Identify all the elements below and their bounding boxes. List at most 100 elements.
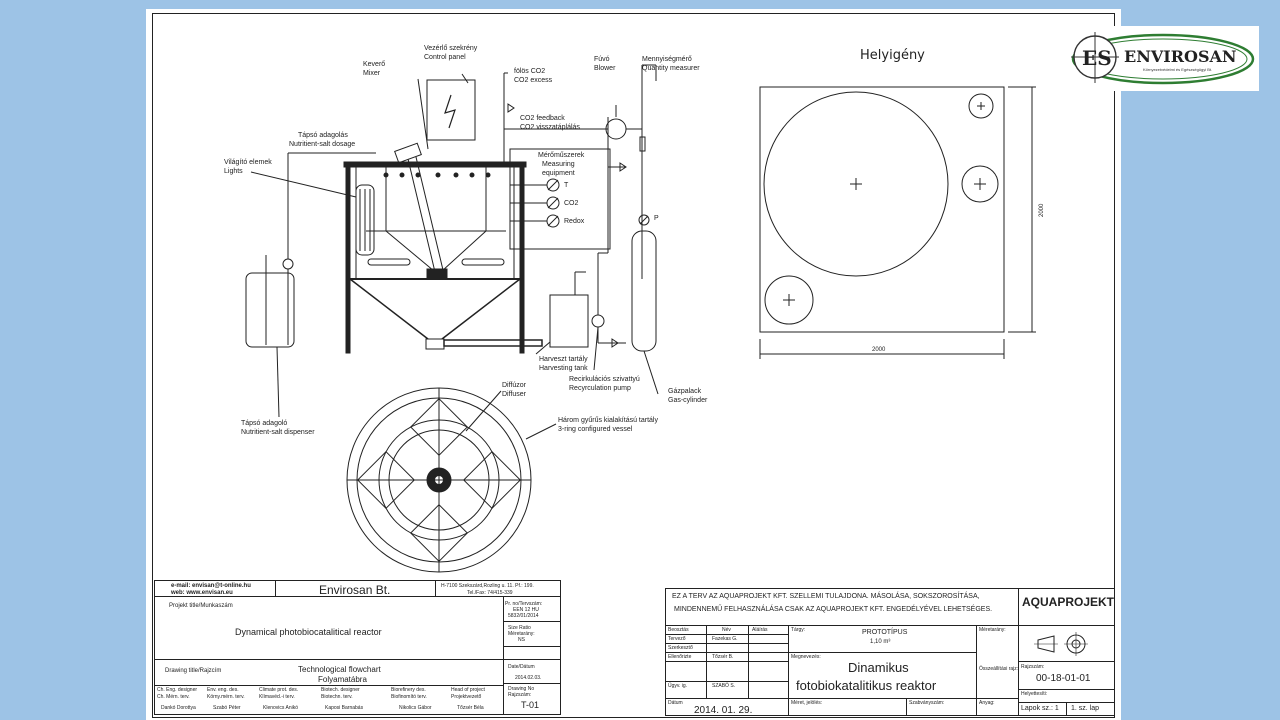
label-meas-p: P: [654, 215, 659, 222]
label-meas-t: T: [564, 182, 569, 189]
role-6-title-hu: Projektvezető: [451, 694, 482, 700]
label-control-hu: Vezérlő szekrény: [424, 45, 478, 52]
tb-web: web: www.envisan.eu: [171, 590, 233, 596]
role-3-title: Climate prot. des.: [259, 687, 299, 693]
logo-name: ENVIROSAN: [1124, 47, 1237, 66]
col-nev: Név: [722, 627, 731, 633]
notice-line2: MINDENNEMŰ FELHASZNÁLÁSA CSAK AZ AQUAPRO…: [674, 606, 993, 613]
tb-size-label2: Méretarány:: [508, 631, 535, 637]
role-5-title: Biorefinery des.: [391, 687, 426, 693]
label-blower-en: Blower: [594, 65, 616, 72]
role-4-name: Kaposi Barnabás: [325, 705, 364, 711]
tb-volume: 1,10 m³: [870, 639, 891, 645]
label-dispenser-hu: Tápsó adagoló: [241, 420, 287, 427]
row-ugyv: Ügyv. ig.: [668, 683, 688, 689]
tb-drawing2: Folyamatábra: [318, 675, 367, 684]
tb-lap: 1. sz. lap: [1071, 705, 1100, 712]
tb-address1: H-7100 Szekszárd,Rozling u. 11. Pf.: 199…: [441, 583, 534, 589]
tb-company: Envirosan Bt.: [319, 583, 391, 597]
label-co2-feedback-en: CO2 feedback: [520, 115, 565, 122]
label-mixer-hu: Keverő: [363, 61, 385, 68]
logo-tagline: Környezetvédelmi és Egészségügyi Bt.: [1143, 67, 1212, 72]
role-2-name: Szabó Péter: [213, 705, 241, 711]
label-blower-hu: Fúvó: [594, 56, 610, 63]
label-recirc-en: Recyrculation pump: [569, 385, 631, 392]
label-co2-excess-en: fölös CO2: [514, 68, 545, 75]
tb-address2: Tel./Fax: 74/415-339: [467, 590, 513, 596]
label-quantity-hu: Mennyiségmérő: [642, 56, 692, 63]
label-lights-en: Lights: [224, 168, 243, 175]
label-measuring-en1: Measuring: [542, 161, 575, 168]
notice-line1: EZ A TERV AZ AQUAPROJEKT KFT. SZELLEMI T…: [672, 593, 980, 600]
label-vessel-hu: Három gyűrűs kialakítású tartály: [558, 417, 658, 424]
label-gas-en: Gas-cylinder: [668, 397, 708, 404]
harvest-tank: [549, 294, 589, 348]
role-2-title: Env. eng. des.: [207, 687, 239, 693]
recirculation-pump: [591, 314, 605, 328]
tb-title1: Dinamikus: [848, 660, 909, 675]
label-co2-excess-hu: CO2 excess: [514, 77, 553, 84]
gas-cylinder: [631, 230, 657, 352]
col-alairas: Aláírás: [752, 627, 768, 633]
tb-rajzszam-label: Rajzszám:: [1021, 664, 1045, 670]
row-tervezo-name: Fazekas G.: [712, 636, 738, 642]
tb-drawing-label: Drawing title/Rajzcím: [165, 668, 222, 674]
drawing-frame: [152, 13, 1115, 718]
role-5-name: Nikolics Gábor: [399, 705, 432, 711]
label-quantity-en: Quantity measurer: [642, 65, 700, 72]
tb-date: 2014. 01. 29.: [694, 705, 753, 716]
label-vessel-en: 3-ring configured vessel: [558, 426, 633, 433]
tb-rajzszam: 00-18-01-01: [1036, 673, 1091, 684]
tb-helyettesiti: Helyettesíti:: [1021, 691, 1048, 697]
row-ellenorizte-name: Tőzsér B.: [712, 654, 734, 660]
label-nutrient-dosage-en: Nutritient-salt dosage: [289, 141, 355, 148]
row-ellenorizte: Ellenőrizte: [668, 654, 692, 660]
col-targy: Tárgy:: [791, 627, 806, 633]
role-3-name: Klenovics Anikó: [263, 705, 299, 711]
row-tervezo: Tervező: [668, 636, 686, 642]
role-3-title-hu: Klímavéd.-i terv.: [259, 694, 295, 700]
row-datum: Dátum: [668, 700, 683, 706]
label-dispenser-en: Nutritient-salt dispenser: [241, 429, 315, 436]
flowchart-drawing: Keverő Mixer Vezérlő szekrény Control pa…: [224, 45, 1045, 573]
label-co2-feedback-hu: CO2 visszatáplálás: [520, 124, 580, 131]
label-harvest-en: Harvesting tank: [539, 365, 588, 372]
tb-prototype: PROTOTÍPUS: [862, 629, 908, 636]
role-5-title-hu: Biofinomító terv.: [391, 694, 427, 700]
role-6-name: Tőzsér Béla: [457, 705, 484, 711]
dim-height: 2000: [1039, 203, 1045, 217]
label-gas-hu: Gázpalack: [668, 388, 702, 395]
label-harvest-hu: Harveszt tartály: [539, 356, 588, 363]
envirosan-logo: ES ENVIROSAN Környezetvédelmi és Egészsé…: [1067, 26, 1259, 91]
tb-mereti: Méret, jelölés:: [791, 700, 823, 706]
blower-symbol: [605, 118, 627, 140]
drawing-sheet: Keverő Mixer Vezérlő szekrény Control pa…: [146, 9, 1121, 720]
role-2-title-hu: Körny.mérn. terv.: [207, 694, 245, 700]
tb-size-label: Size Ratio: [508, 625, 531, 631]
label-diffuser-en: Diffuser: [502, 391, 527, 398]
label-diffuser-hu: Diffúzor: [502, 382, 527, 389]
logo-initials: ES: [1082, 46, 1112, 70]
tb-megnevezes-label: Megnevezés:: [791, 654, 821, 660]
tb-prno-label: Pr. no/Tervszám:: [505, 601, 543, 607]
projection-symbol-icon: [1034, 632, 1088, 656]
dim-width: 2000: [872, 347, 886, 353]
tb-prno-val1: EEN 12 HU: [513, 607, 539, 613]
role-6-title: Head of project: [451, 687, 485, 693]
label-measuring-hu: Mérőműszerek: [538, 152, 585, 159]
col-beosztas: Beosztás: [668, 627, 689, 633]
role-4-title: Biotech. designer: [321, 687, 360, 693]
label-meas-co2: CO2: [564, 200, 579, 207]
tb-drawno-label: Drawing No: [508, 686, 535, 692]
tb-project-title: Dynamical photobiocatalitical reactor: [235, 627, 382, 637]
mixer-motor: [394, 142, 422, 164]
label-control-en: Control panel: [424, 54, 466, 61]
tb-drawno-label2: Rajzszám:: [508, 692, 532, 698]
tb-date-label: Date/Dátum: [508, 664, 535, 670]
tb-drawno-val: T-01: [521, 700, 540, 710]
tb-meretarany: Méretarány:: [979, 627, 1006, 633]
tb-email: e-mail: envisan@t-online.hu: [171, 583, 251, 589]
role-4-title-hu: Biotechn. terv.: [321, 694, 353, 700]
tb-project-label: Projekt title/Munkaszám: [169, 603, 233, 609]
tb-lapok: Lapok sz.: 1: [1021, 705, 1059, 712]
